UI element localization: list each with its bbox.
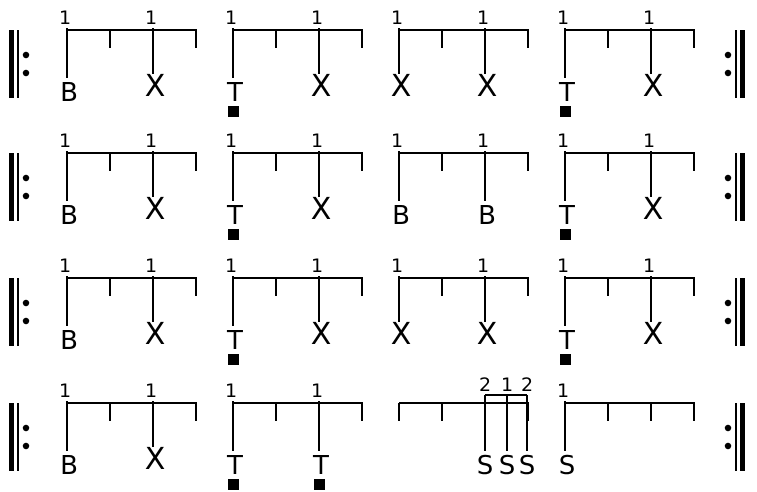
note-symbol: T: [312, 451, 329, 481]
fingering-number: 1: [477, 130, 489, 152]
fingering-number: 1: [311, 130, 323, 152]
accent-square-mark: [228, 229, 239, 240]
fingering-number: 1: [557, 255, 569, 277]
fingering-number: 1: [557, 7, 569, 29]
note-symbol: B: [60, 78, 78, 108]
repeat-dot: [22, 442, 30, 450]
fingering-number: 1: [59, 255, 71, 277]
repeat-end-thick-bar: [740, 153, 745, 221]
accent-square-mark: [560, 229, 571, 240]
note-symbol: X: [145, 317, 166, 352]
repeat-dot: [22, 424, 30, 432]
repeat-dot: [22, 69, 30, 77]
note-symbol: B: [60, 201, 78, 231]
fingering-number: 1: [225, 380, 237, 402]
note-symbol: B: [478, 201, 496, 231]
fingering-number: 1: [145, 255, 157, 277]
accent-square-mark: [560, 106, 571, 117]
note-symbol: T: [226, 451, 243, 481]
repeat-dot: [22, 317, 30, 325]
note-symbol: X: [311, 69, 332, 104]
note-symbol: X: [145, 442, 166, 477]
fingering-number: 1: [225, 255, 237, 277]
repeat-end-thick-bar: [740, 278, 745, 346]
note-symbol: X: [643, 192, 664, 227]
fingering-number: 1: [311, 380, 323, 402]
repeat-dot: [724, 424, 732, 432]
fingering-number: 1: [643, 255, 655, 277]
note-symbol: X: [643, 69, 664, 104]
note-symbol: X: [145, 69, 166, 104]
repeat-dot: [22, 192, 30, 200]
repeat-dot: [724, 51, 732, 59]
fingering-number: 1: [643, 130, 655, 152]
fingering-number: 1: [391, 130, 403, 152]
fingering-number: 1: [225, 7, 237, 29]
fingering-number: 1: [59, 7, 71, 29]
note-symbol: X: [391, 69, 412, 104]
fingering-number: 1: [501, 374, 513, 396]
note-symbol: X: [643, 317, 664, 352]
repeat-end-thick-bar: [740, 403, 745, 471]
fingering-number: 2: [479, 374, 491, 396]
fingering-number: 1: [477, 255, 489, 277]
note-symbol: S: [559, 451, 576, 481]
fingering-number: 1: [145, 380, 157, 402]
accent-square-mark: [228, 354, 239, 365]
repeat-start-thick-bar: [9, 403, 14, 471]
note-symbol: X: [311, 192, 332, 227]
accent-square-mark: [560, 354, 571, 365]
note-symbol: X: [145, 192, 166, 227]
repeat-dot: [724, 442, 732, 450]
accent-square-mark: [314, 479, 325, 490]
fingering-number: 1: [391, 7, 403, 29]
repeat-start-thick-bar: [9, 30, 14, 98]
fingering-number: 1: [557, 380, 569, 402]
fingering-number: 1: [59, 380, 71, 402]
note-symbol: S: [499, 451, 516, 481]
repeat-dot: [724, 192, 732, 200]
fingering-number: 2: [521, 374, 533, 396]
note-symbol: B: [392, 201, 410, 231]
fingering-number: 1: [391, 255, 403, 277]
fingering-number: 1: [477, 7, 489, 29]
note-symbol: T: [226, 201, 243, 231]
fingering-number: 1: [643, 7, 655, 29]
repeat-dot: [724, 174, 732, 182]
accent-square-mark: [228, 479, 239, 490]
note-symbol: T: [558, 78, 575, 108]
note-symbol: B: [60, 326, 78, 356]
repeat-start-thick-bar: [9, 278, 14, 346]
repeat-dot: [724, 69, 732, 77]
repeat-end-thick-bar: [740, 30, 745, 98]
note-symbol: T: [226, 78, 243, 108]
repeat-dot: [724, 317, 732, 325]
repeat-start-thick-bar: [9, 153, 14, 221]
note-symbol: X: [391, 317, 412, 352]
note-symbol: T: [226, 326, 243, 356]
repeat-dot: [22, 174, 30, 182]
fingering-number: 1: [311, 255, 323, 277]
note-symbol: T: [558, 326, 575, 356]
note-symbol: X: [311, 317, 332, 352]
note-symbol: T: [558, 201, 575, 231]
fingering-number: 1: [311, 7, 323, 29]
repeat-dot: [22, 299, 30, 307]
repeat-dot: [724, 299, 732, 307]
fingering-number: 1: [557, 130, 569, 152]
fingering-number: 1: [59, 130, 71, 152]
repeat-dot: [22, 51, 30, 59]
note-symbol: S: [477, 451, 494, 481]
fingering-number: 1: [145, 7, 157, 29]
fingering-number: 1: [225, 130, 237, 152]
accent-square-mark: [228, 106, 239, 117]
note-symbol: X: [477, 317, 498, 352]
note-symbol: X: [477, 69, 498, 104]
fingering-number: 1: [145, 130, 157, 152]
note-symbol: B: [60, 451, 78, 481]
note-symbol: S: [519, 451, 536, 481]
